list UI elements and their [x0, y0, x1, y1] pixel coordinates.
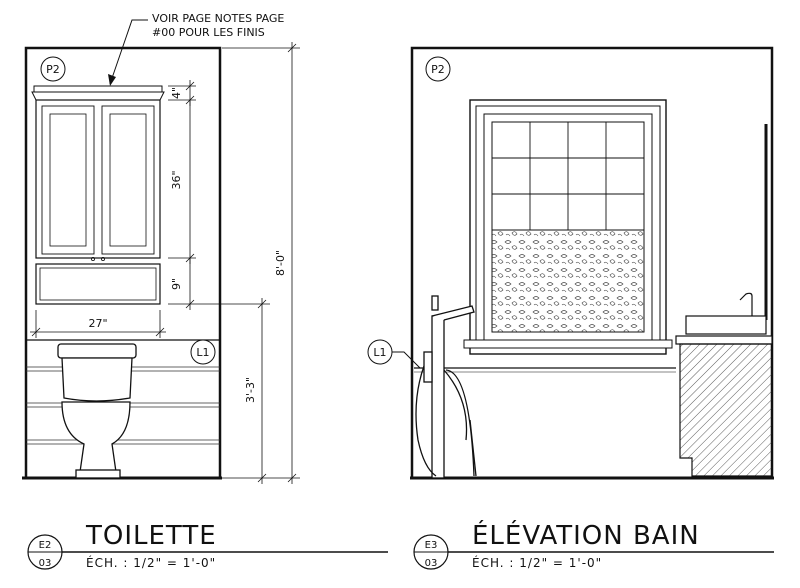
bain-vanity — [675, 292, 773, 477]
svg-text:P2: P2 — [431, 63, 445, 76]
toilette-scale: ÉCH. : 1/2" = 1'-0" — [86, 555, 216, 570]
dim-cabinet-width-label: 27" — [88, 317, 107, 330]
dim-wainscot-height — [257, 298, 267, 484]
svg-text:L1: L1 — [373, 346, 386, 359]
dim-cabinet-doors-label: 36" — [170, 170, 183, 189]
toilette-ref-number: E2 — [39, 540, 52, 551]
dim-cabinet-top-label: 4" — [170, 87, 183, 99]
toilette-note-line2: #00 POUR LES FINIS — [152, 26, 265, 39]
bain-elevation: P2 — [367, 46, 774, 480]
toilette-paint-tag: P2 — [40, 56, 66, 82]
dim-cabinet-width — [30, 310, 166, 338]
dim-overall-height-label: 8'-0" — [274, 250, 287, 276]
dim-cabinet-drawer-label: 9" — [170, 278, 183, 290]
bain-title-block: E3 03 ÉLÉVATION BAIN ÉCH. : 1/2" = 1'-0" — [413, 519, 774, 570]
toilet-fixture — [57, 343, 137, 479]
bathtub — [414, 367, 676, 477]
bain-ref-sheet: 03 — [425, 558, 438, 569]
bain-finish-tag: L1 — [367, 339, 421, 369]
svg-text:L1: L1 — [196, 346, 209, 359]
bain-ref-number: E3 — [425, 540, 438, 551]
toilette-ref-sheet: 03 — [39, 558, 52, 569]
toilette-finish-tag: L1 — [190, 339, 216, 365]
bain-title: ÉLÉVATION BAIN — [472, 519, 700, 551]
bain-window — [463, 99, 673, 355]
dim-overall-height — [222, 42, 300, 484]
toilette-note-leader — [108, 19, 148, 86]
toilette-title-block: E2 03 TOILETTE ÉCH. : 1/2" = 1'-0" — [27, 521, 388, 570]
svg-text:P2: P2 — [46, 63, 60, 76]
toilette-elevation: P2 VOIR PAGE NOTES PAGE #00 POUR LES FIN… — [22, 12, 300, 484]
bain-paint-tag: P2 — [425, 56, 451, 82]
dim-cabinet-drawer — [168, 258, 270, 310]
tub-filler-faucet — [415, 295, 475, 479]
toilette-note-line1: VOIR PAGE NOTES PAGE — [152, 12, 284, 25]
toilette-title: TOILETTE — [85, 521, 217, 551]
bain-scale: ÉCH. : 1/2" = 1'-0" — [472, 555, 602, 570]
dim-wainscot-height-label: 3'-3" — [244, 377, 257, 403]
toilette-wall-cabinet — [31, 85, 165, 305]
